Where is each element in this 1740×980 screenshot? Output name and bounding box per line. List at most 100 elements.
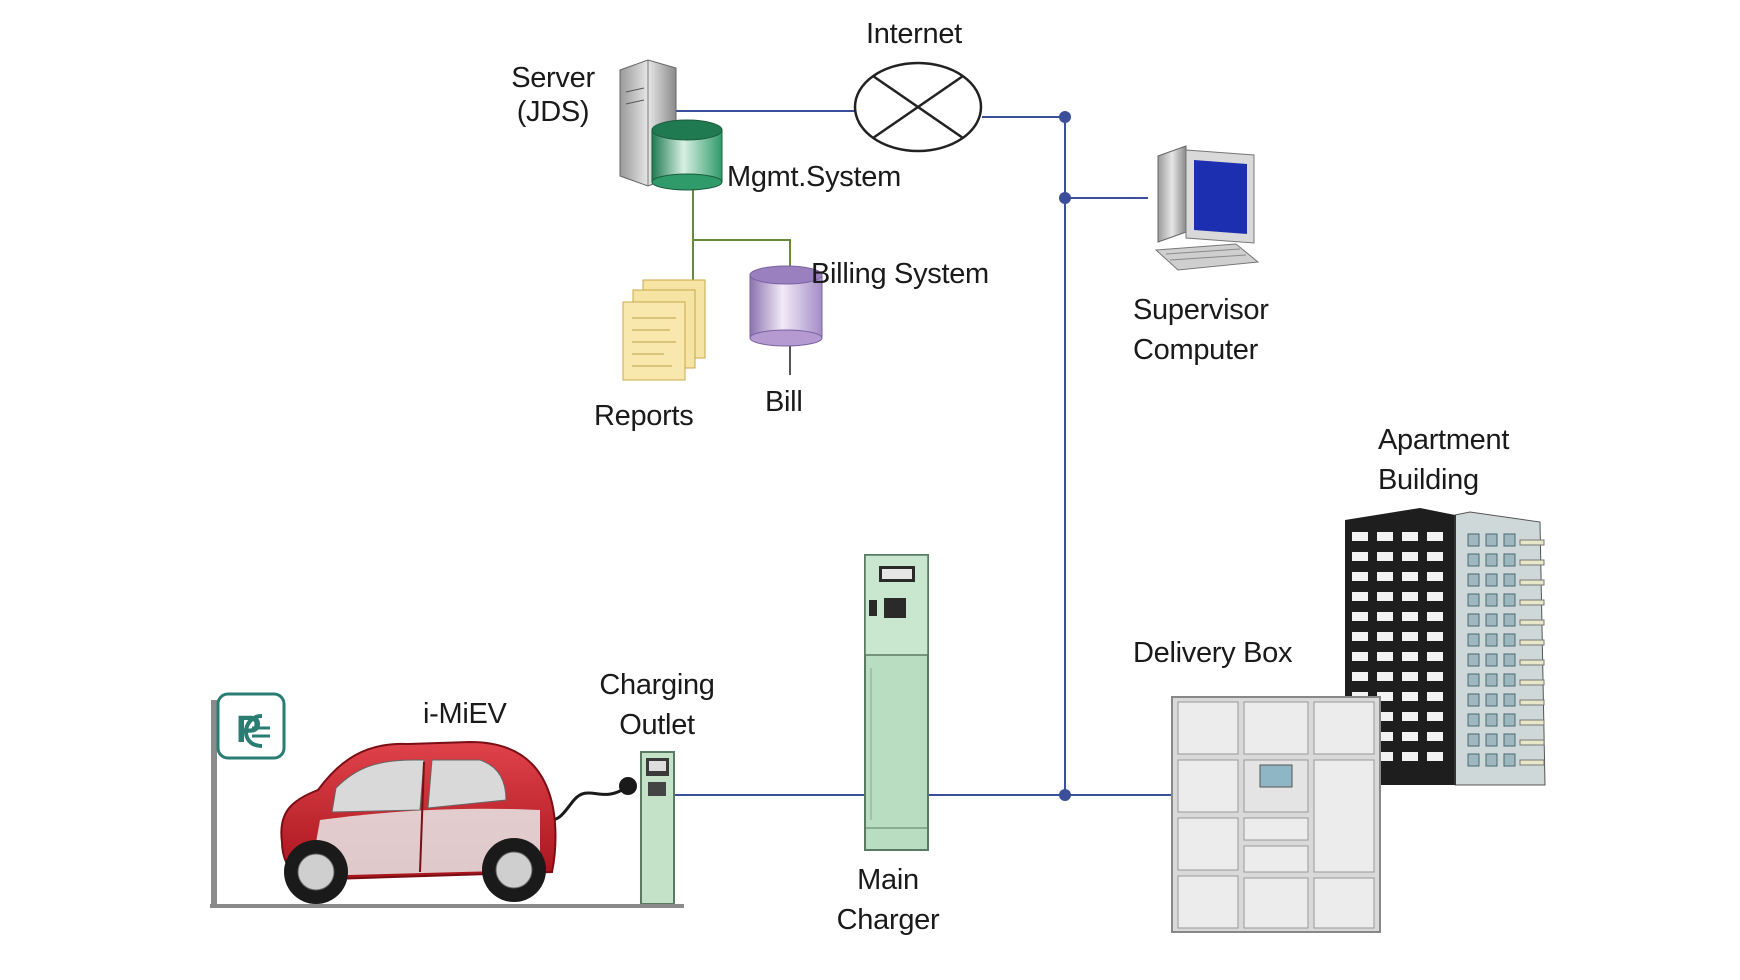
server-label-line1: Server bbox=[511, 62, 595, 94]
supervisor-computer-label-line2: Computer bbox=[1133, 334, 1258, 366]
server-label: Server (JDS) bbox=[498, 58, 608, 132]
building-window bbox=[1503, 693, 1516, 707]
building-window bbox=[1485, 733, 1498, 747]
reports-icon bbox=[622, 279, 706, 381]
charging-outlet-label-line1: Charging bbox=[599, 669, 715, 701]
building-window bbox=[1467, 653, 1480, 667]
i-miev-car-icon bbox=[280, 740, 557, 904]
junction-dot bbox=[1059, 111, 1071, 123]
charging-outlet-icon bbox=[619, 751, 675, 905]
building-window bbox=[1402, 532, 1418, 541]
building-window bbox=[1503, 613, 1516, 627]
reports-label: Reports bbox=[594, 400, 694, 432]
network-lines bbox=[670, 110, 1172, 801]
building-window bbox=[1485, 753, 1498, 767]
building-window bbox=[1485, 673, 1498, 687]
building-window bbox=[1427, 692, 1443, 701]
building-window bbox=[1467, 533, 1480, 547]
building-window bbox=[1503, 733, 1516, 747]
building-window bbox=[1503, 753, 1516, 767]
building-balcony bbox=[1519, 699, 1545, 706]
building-window bbox=[1377, 572, 1393, 581]
building-balcony bbox=[1519, 559, 1545, 566]
building-balcony bbox=[1519, 659, 1545, 666]
billing-system-label: Billing System bbox=[811, 258, 989, 290]
building-window bbox=[1503, 553, 1516, 567]
building-window bbox=[1402, 752, 1418, 761]
building-window bbox=[1467, 613, 1480, 627]
billing-system-database-icon bbox=[749, 265, 823, 347]
building-window bbox=[1427, 632, 1443, 641]
building-window bbox=[1467, 553, 1480, 567]
building-window bbox=[1503, 713, 1516, 727]
building-balcony bbox=[1519, 639, 1545, 646]
building-window bbox=[1503, 593, 1516, 607]
building-window bbox=[1402, 692, 1418, 701]
building-window bbox=[1485, 693, 1498, 707]
building-window bbox=[1503, 633, 1516, 647]
building-balcony bbox=[1519, 539, 1545, 546]
building-window bbox=[1485, 593, 1498, 607]
building-window bbox=[1377, 652, 1393, 661]
building-window bbox=[1352, 612, 1368, 621]
internet-icon bbox=[853, 61, 983, 153]
building-window bbox=[1427, 552, 1443, 561]
delivery-box-icon bbox=[1171, 696, 1381, 933]
building-window bbox=[1503, 573, 1516, 587]
junction-dot bbox=[1059, 192, 1071, 204]
building-balcony bbox=[1519, 579, 1545, 586]
charging-cable bbox=[545, 788, 623, 822]
building-window bbox=[1485, 713, 1498, 727]
delivery-box-label: Delivery Box bbox=[1133, 637, 1293, 669]
building-window bbox=[1427, 732, 1443, 741]
parking-sign-icon: P bbox=[211, 692, 286, 905]
building-window bbox=[1485, 573, 1498, 587]
apartment-building-label: Apartment Building bbox=[1378, 420, 1509, 500]
building-window bbox=[1467, 633, 1480, 647]
building-window bbox=[1427, 532, 1443, 541]
building-balcony bbox=[1519, 599, 1545, 606]
apartment-building-label-line1: Apartment bbox=[1378, 424, 1510, 456]
building-window bbox=[1427, 672, 1443, 681]
building-window bbox=[1402, 572, 1418, 581]
junction-dot bbox=[1059, 789, 1071, 801]
server-label-line2: (JDS) bbox=[516, 96, 590, 128]
building-window bbox=[1352, 592, 1368, 601]
building-window bbox=[1485, 553, 1498, 567]
building-window bbox=[1377, 612, 1393, 621]
building-window bbox=[1377, 712, 1393, 721]
building-window bbox=[1427, 612, 1443, 621]
building-window bbox=[1377, 692, 1393, 701]
apartment-building-icon bbox=[1345, 508, 1546, 786]
building-window bbox=[1352, 572, 1368, 581]
building-window bbox=[1427, 752, 1443, 761]
building-window bbox=[1503, 673, 1516, 687]
building-window bbox=[1427, 652, 1443, 661]
building-window bbox=[1427, 572, 1443, 581]
i-miev-label: i-MiEV bbox=[423, 698, 507, 730]
building-window bbox=[1427, 712, 1443, 721]
building-window bbox=[1485, 613, 1498, 627]
main-charger-label: Main Charger bbox=[818, 860, 958, 940]
bill-label: Bill bbox=[765, 386, 803, 418]
building-balcony bbox=[1519, 619, 1545, 626]
building-window bbox=[1352, 552, 1368, 561]
building-window bbox=[1402, 592, 1418, 601]
building-window bbox=[1377, 592, 1393, 601]
building-window bbox=[1402, 672, 1418, 681]
building-window bbox=[1485, 653, 1498, 667]
building-balcony bbox=[1519, 759, 1545, 766]
supervisor-computer-icon bbox=[1154, 145, 1260, 271]
building-window bbox=[1467, 573, 1480, 587]
building-window bbox=[1402, 732, 1418, 741]
building-balcony bbox=[1519, 719, 1545, 726]
building-window bbox=[1377, 672, 1393, 681]
main-charger-label-line1: Main bbox=[857, 864, 919, 896]
building-window bbox=[1467, 673, 1480, 687]
building-window bbox=[1402, 632, 1418, 641]
building-window bbox=[1503, 653, 1516, 667]
mgmt-system-database-icon bbox=[651, 119, 723, 191]
building-balcony bbox=[1519, 739, 1545, 746]
internet-label: Internet bbox=[866, 18, 962, 50]
